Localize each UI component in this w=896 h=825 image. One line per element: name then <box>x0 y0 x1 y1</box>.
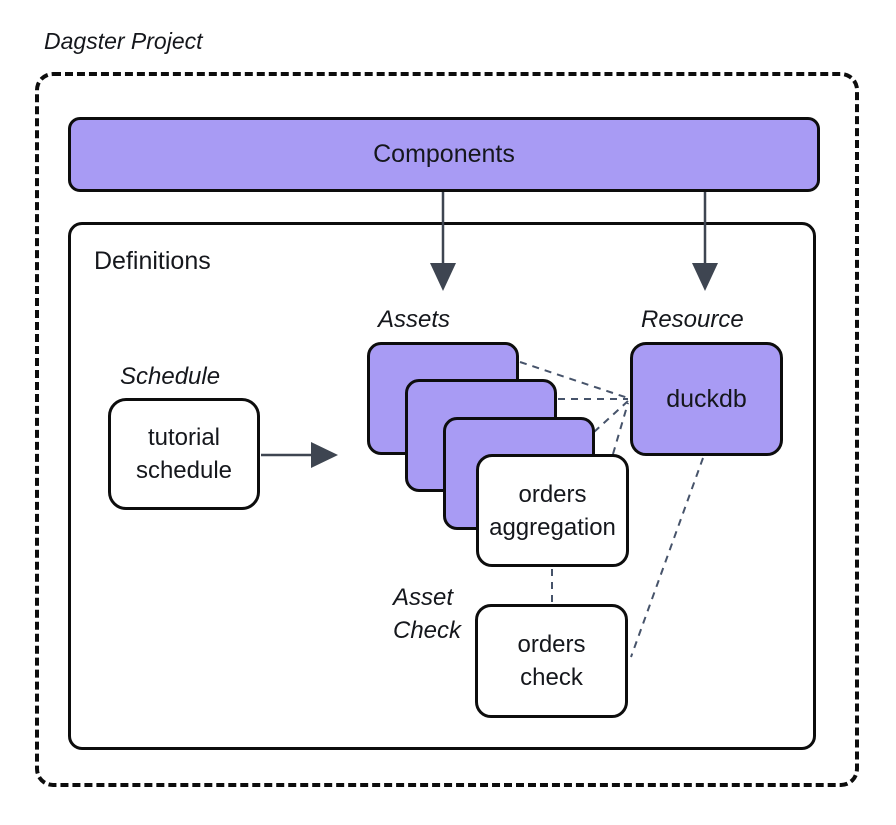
orders-aggregation-label-line2: aggregation <box>489 513 616 541</box>
definitions-label: Definitions <box>94 247 211 275</box>
asset-check-group-label: Asset Check <box>393 581 461 647</box>
orders-check-label-line1: orders <box>517 631 586 658</box>
orders-check-node: orders check <box>475 604 628 718</box>
tutorial-schedule-node: tutorial schedule <box>108 398 260 510</box>
tutorial-schedule-label-line1: tutorial <box>147 424 221 451</box>
diagram-title: Dagster Project <box>44 28 203 54</box>
dagster-project-boundary <box>35 72 859 787</box>
duckdb-resource-node: duckdb <box>630 342 783 456</box>
asset-check-label-line2: Check <box>393 617 462 644</box>
components-bar: Components <box>68 117 820 192</box>
assets-group-label: Assets <box>378 306 451 333</box>
schedule-group-label: Schedule <box>120 363 221 390</box>
tutorial-schedule-label-line2: schedule <box>135 457 233 484</box>
orders-aggregation-label-line1: orders <box>518 480 587 508</box>
duckdb-label: duckdb <box>666 384 747 413</box>
orders-check-label-line2: check <box>520 664 583 691</box>
resource-group-label: Resource <box>641 306 744 333</box>
components-label: Components <box>373 140 515 168</box>
orders-aggregation-node: orders aggregation <box>476 454 629 567</box>
asset-check-label-line1: Asset <box>393 584 454 611</box>
